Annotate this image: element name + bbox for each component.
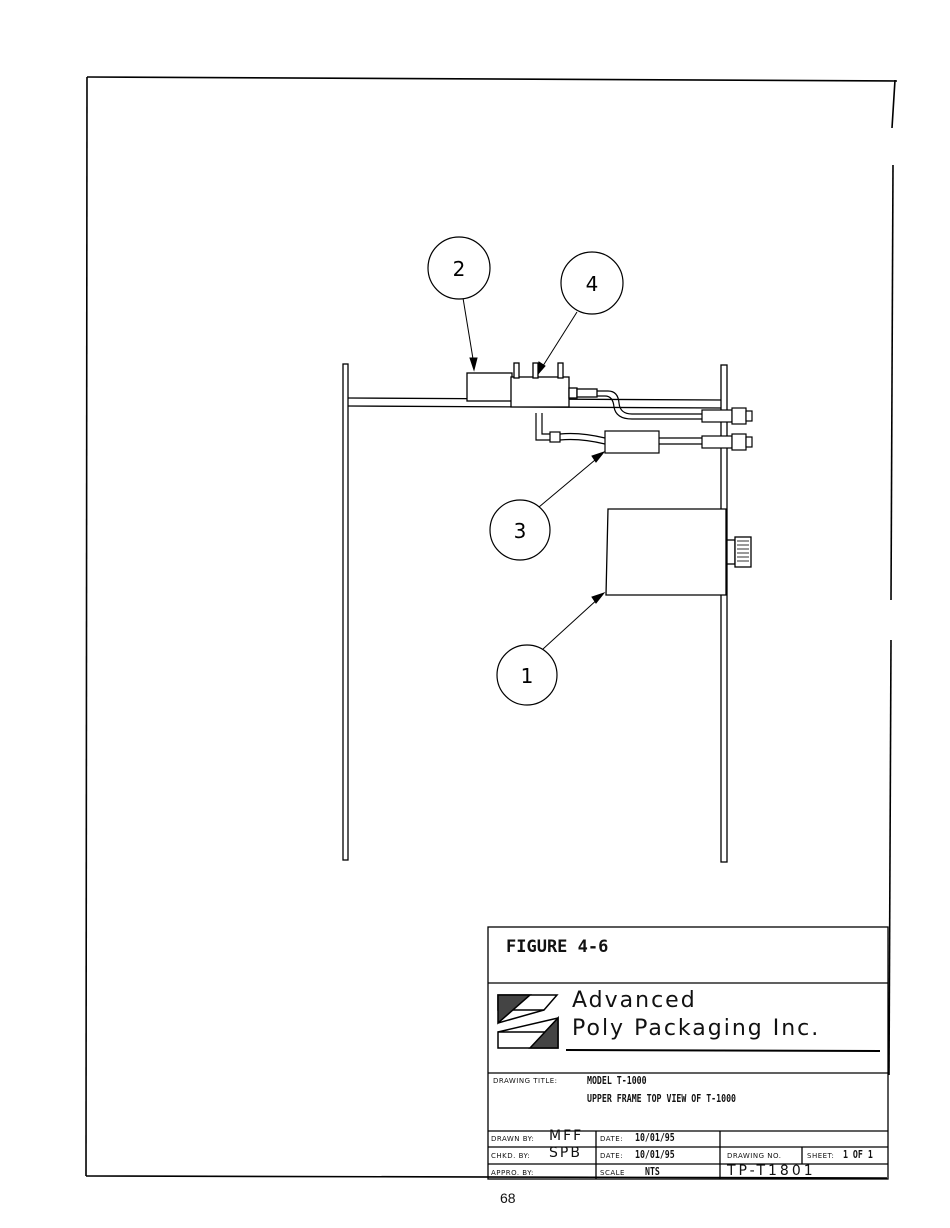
- company-name-line1: Advanced: [572, 988, 697, 1013]
- company-name-line2: Poly Packaging Inc.: [572, 1016, 820, 1041]
- checked-by-value: SPB: [549, 1145, 582, 1161]
- callout-balloon-3: 3: [490, 500, 550, 560]
- callout-label-2: 2: [453, 257, 466, 281]
- component-2-block: [467, 373, 512, 401]
- drawn-by-value: MFF: [549, 1128, 583, 1144]
- callout-balloon-4: 4: [561, 252, 623, 314]
- drawing-title-line1: MODEL T-1000: [587, 1074, 647, 1087]
- upper-frame: [343, 364, 727, 862]
- date-label-2: DATE:: [600, 1152, 623, 1160]
- component-1-box: [606, 509, 751, 595]
- drawing-title-label: DRAWING TITLE:: [493, 1077, 558, 1085]
- callout-label-1: 1: [521, 664, 534, 688]
- leader-lines: [463, 298, 604, 649]
- date-label-1: DATE:: [600, 1135, 623, 1143]
- sheet-label: SHEET:: [807, 1152, 834, 1160]
- date-value-2: 10/01/95: [635, 1148, 675, 1161]
- callout-label-4: 4: [586, 272, 599, 296]
- drawing-title-line2: UPPER FRAME TOP VIEW OF T-1000: [587, 1092, 736, 1105]
- approved-by-label: APPRO. BY:: [491, 1169, 534, 1177]
- callout-label-3: 3: [514, 519, 527, 543]
- scale-label: SCALE: [600, 1169, 625, 1177]
- drawing-border: [86, 77, 897, 1178]
- page-number: 68: [500, 1190, 516, 1206]
- drawing-number-value: TP-T1801: [727, 1163, 816, 1179]
- left-rail: [343, 364, 348, 860]
- drawing-number-label: DRAWING NO.: [727, 1152, 781, 1160]
- callout-balloon-1: 1: [497, 645, 557, 705]
- date-value-1: 10/01/95: [635, 1131, 675, 1144]
- scale-value: NTS: [645, 1165, 660, 1178]
- company-logo: [498, 995, 558, 1048]
- callout-balloon-2: 2: [428, 237, 490, 299]
- component-4-block: [511, 363, 597, 407]
- drawn-by-label: DRAWN BY:: [491, 1135, 534, 1143]
- component-3-block: [605, 431, 659, 453]
- checked-by-label: CHKD. BY:: [491, 1152, 530, 1160]
- title-block-frame: [488, 927, 888, 1179]
- sheet-value: 1 OF 1: [843, 1148, 873, 1161]
- figure-label: FIGURE 4-6: [506, 937, 608, 957]
